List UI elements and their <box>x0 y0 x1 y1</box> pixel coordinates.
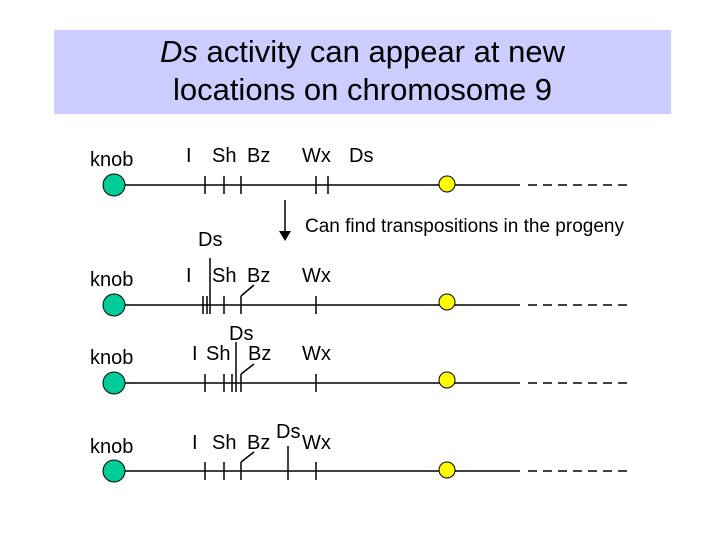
arrow-head-icon <box>279 231 291 241</box>
gene-label-I: I <box>192 343 198 365</box>
knob-label: knob <box>90 347 133 369</box>
knob-label: knob <box>90 436 133 458</box>
gene-label-I: I <box>186 265 192 287</box>
knob-circle <box>102 293 126 317</box>
title-banner: Ds activity can appear at new locations … <box>54 30 671 114</box>
knob-label: knob <box>90 149 133 171</box>
gene-label-Sh: Sh <box>206 343 230 365</box>
gene-ticks <box>202 258 317 314</box>
bz-leader-line <box>240 363 255 375</box>
gene-ticks <box>204 176 329 194</box>
chromosome-row-3: knob Ds I Sh Bz Wx <box>90 323 630 395</box>
chromosome-row-1: knob I Sh Bz Wx Ds <box>90 145 630 197</box>
gene-label-Sh: Sh <box>212 265 236 287</box>
centromere-circle <box>438 175 456 193</box>
arrow-caption: Can find transpositions in the progeny <box>305 216 624 237</box>
gene-label-I: I <box>186 145 192 167</box>
gene-label-Sh: Sh <box>212 145 236 167</box>
title-line-1: Ds activity can appear at new <box>54 34 671 70</box>
knob-circle <box>102 173 126 197</box>
centromere-circle <box>438 371 456 389</box>
knob-circle <box>102 459 126 483</box>
knob-circle <box>102 371 126 395</box>
gene-label-Wx: Wx <box>302 145 331 167</box>
gene-label-Sh: Sh <box>212 432 236 454</box>
gene-label-Bz: Bz <box>247 432 270 454</box>
gene-label-Wx: Wx <box>302 265 331 287</box>
gene-label-Bz: Bz <box>247 145 270 167</box>
gene-label-I: I <box>192 432 198 454</box>
gene-label-Ds: Ds <box>198 229 222 251</box>
chromosome-row-4: knob I Sh Bz Ds Wx <box>90 421 630 483</box>
bz-leader-line <box>240 451 255 463</box>
centromere-circle <box>438 461 456 479</box>
knob-label: knob <box>90 269 133 291</box>
gene-label-Ds: Ds <box>349 145 373 167</box>
bz-leader-line <box>240 284 255 297</box>
gene-label-Bz: Bz <box>248 343 271 365</box>
gene-label-Wx: Wx <box>302 343 331 365</box>
chromosome-row-2: knob Ds I Sh Bz Wx <box>90 229 630 317</box>
gene-ticks <box>204 342 317 392</box>
title-line-1-rest: activity can appear at new <box>197 34 565 69</box>
gene-label-Wx: Wx <box>302 432 331 454</box>
centromere-circle <box>438 293 456 311</box>
progeny-arrow <box>279 200 291 241</box>
title-line-2: locations on chromosome 9 <box>172 72 553 107</box>
gene-ticks <box>204 446 317 480</box>
gene-label-Ds: Ds <box>276 421 300 443</box>
gene-label-Ds: Ds <box>229 323 253 345</box>
gene-label-Bz: Bz <box>247 265 270 287</box>
title-ds-word: Ds <box>160 34 198 69</box>
